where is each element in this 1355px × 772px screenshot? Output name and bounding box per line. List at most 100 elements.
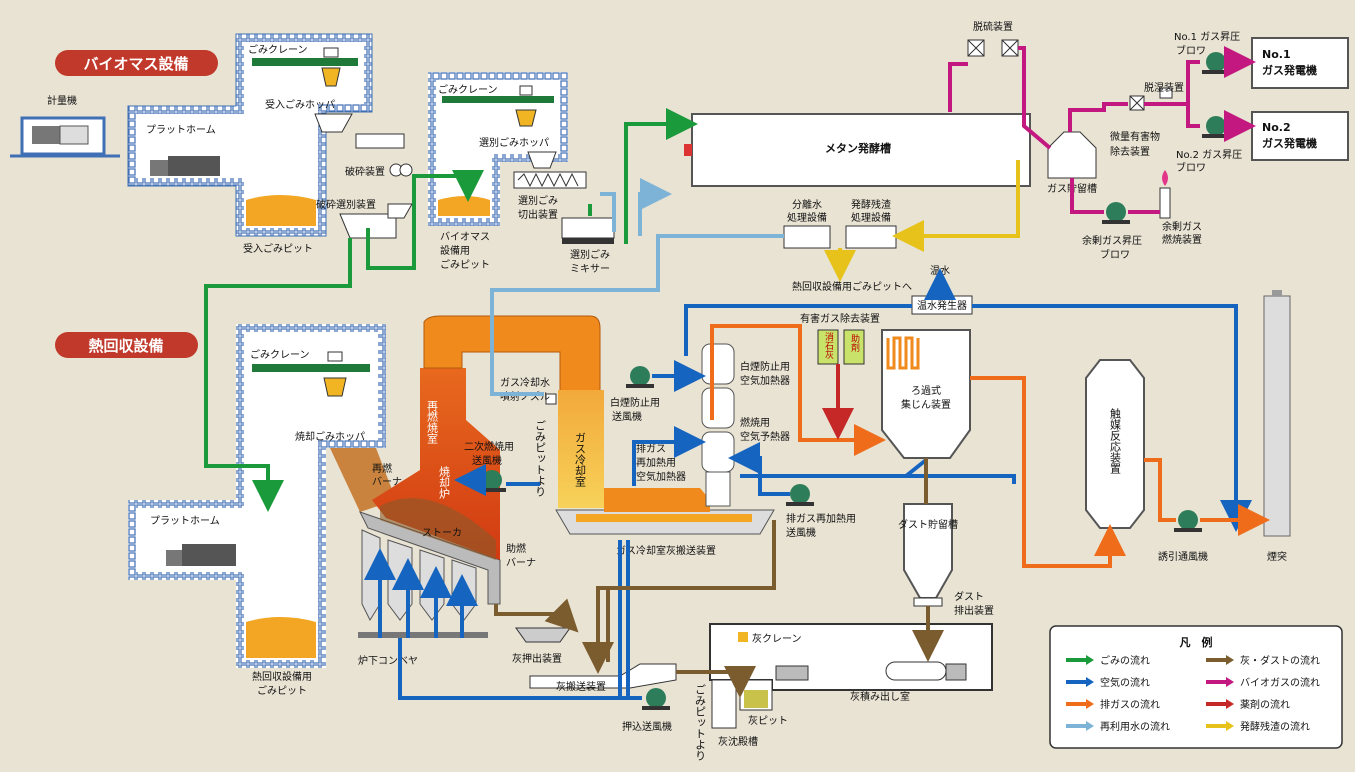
svg-text:炉下コンベヤ: 炉下コンベヤ xyxy=(358,655,418,667)
spray-nozzle: ガス冷却水 噴射ノズル xyxy=(500,376,557,405)
svg-text:灰沈殿槽: 灰沈殿槽 xyxy=(718,735,758,748)
legend-label: 空気の流れ xyxy=(1100,676,1150,689)
svg-text:ストーカ: ストーカ xyxy=(422,527,462,539)
svg-text:切出装置: 切出装置 xyxy=(518,208,558,221)
svg-text:誘引通風機: 誘引通風機 xyxy=(1158,550,1208,563)
svg-text:助燃: 助燃 xyxy=(506,542,526,555)
legend-title: 凡 例 xyxy=(1180,635,1213,649)
surplus-gas-burner: 余剰ガス 燃焼装置 xyxy=(1159,170,1202,246)
svg-text:余剰ガス昇圧: 余剰ガス昇圧 xyxy=(1082,234,1142,247)
desulfurizer: 脱硫装置 xyxy=(967,20,1019,57)
svg-text:集じん装置: 集じん装置 xyxy=(901,398,951,411)
svg-text:処理設備: 処理設備 xyxy=(851,211,891,224)
residue-treatment: 発酵残渣 処理設備 xyxy=(845,198,897,249)
legend-arrow xyxy=(1226,677,1234,687)
legend-label: バイオガスの流れ xyxy=(1240,676,1320,689)
svg-text:ガス冷却室灰搬送装置: ガス冷却室灰搬送装置 xyxy=(616,544,716,557)
svg-text:温水: 温水 xyxy=(930,265,950,277)
svg-text:バーナ: バーナ xyxy=(506,557,536,569)
svg-text:焼却ごみホッパ: 焼却ごみホッパ xyxy=(295,430,365,443)
legend-arrow xyxy=(1086,699,1094,709)
svg-text:白煙防止用: 白煙防止用 xyxy=(740,360,790,373)
svg-text:排出装置: 排出装置 xyxy=(954,604,994,617)
legend-arrow xyxy=(1226,721,1234,731)
legend-label: 再利用水の流れ xyxy=(1100,720,1170,733)
svg-text:プラットホーム: プラットホーム xyxy=(150,515,220,527)
svg-text:選別ごみ: 選別ごみ xyxy=(570,248,610,261)
ash-push-device: 灰押出装置 xyxy=(512,627,571,665)
svg-text:燃焼装置: 燃焼装置 xyxy=(1162,233,1202,246)
section-biomass-badge: バイオマス設備 xyxy=(55,50,218,76)
gas-generator-2: No.2 ガス発電機 xyxy=(1251,111,1349,161)
svg-text:排ガス: 排ガス xyxy=(636,442,666,455)
legend-arrow xyxy=(1086,677,1094,687)
svg-text:受入ごみピット: 受入ごみピット xyxy=(243,242,313,255)
white-smoke-fan: 白煙防止用 送風機 xyxy=(610,366,660,423)
separated-water-treatment: 分離水 処理設備 xyxy=(783,198,831,249)
svg-text:押込送風機: 押込送風機 xyxy=(622,720,672,733)
gas-generator-1: No.1 ガス発電機 xyxy=(1251,37,1349,89)
sort-cutout-screw: 選別ごみ 切出装置 xyxy=(513,171,587,221)
svg-text:No.2 ガス昇圧: No.2 ガス昇圧 xyxy=(1176,149,1242,161)
svg-text:ろ過式: ろ過式 xyxy=(911,384,941,397)
legend-arrow xyxy=(1086,721,1094,731)
svg-text:灰押出装置: 灰押出装置 xyxy=(512,652,562,665)
svg-text:噴射ノズル: 噴射ノズル xyxy=(500,390,550,403)
methane-fermentation-tank: メタン発酵槽 xyxy=(684,113,1031,187)
legend-item: 灰・ダストの流れ xyxy=(1206,654,1320,667)
harmful-gas-removal: 有害ガス除去装置 消石灰 助剤 xyxy=(800,312,880,365)
receiving-building: プラットホーム ごみクレーン 受入ごみホッパ 受入ごみピット xyxy=(127,33,373,255)
hot-water-generator: 温水発生器 温水 xyxy=(911,265,973,315)
svg-text:ミキサー: ミキサー xyxy=(570,263,610,275)
sorted-mixer: 選別ごみ ミキサー xyxy=(561,217,615,275)
svg-text:灰ピット: 灰ピット xyxy=(748,714,788,727)
svg-text:再加熱用: 再加熱用 xyxy=(636,456,676,469)
reheat-fan: 排ガス再加熱用 送風機 xyxy=(786,484,856,539)
svg-text:ブロワ: ブロワ xyxy=(1176,161,1206,174)
svg-text:ブロワ: ブロワ xyxy=(1100,248,1130,261)
dust-tank: ダスト貯留槽 ダスト 排出装置 xyxy=(898,503,994,617)
legend-item: 空気の流れ xyxy=(1066,676,1150,689)
svg-text:ダスト貯留槽: ダスト貯留槽 xyxy=(898,518,958,531)
legend-item: 薬剤の流れ xyxy=(1206,698,1290,711)
svg-text:二次燃焼用: 二次燃焼用 xyxy=(464,440,514,453)
svg-text:空気加熱器: 空気加熱器 xyxy=(636,470,686,483)
legend-item: 排ガスの流れ xyxy=(1066,698,1160,711)
crusher-chute xyxy=(355,133,405,149)
svg-text:破砕装置: 破砕装置 xyxy=(345,165,385,178)
svg-text:ガス発電機: ガス発電機 xyxy=(1262,63,1317,77)
surplus-gas-blower: 余剰ガス昇圧 ブロワ xyxy=(1082,202,1142,261)
svg-text:バイオマス: バイオマス xyxy=(440,231,490,243)
svg-text:熱回収設備用: 熱回収設備用 xyxy=(252,670,312,683)
svg-text:No.2: No.2 xyxy=(1262,121,1291,134)
legend-item: バイオガスの流れ xyxy=(1206,676,1320,689)
svg-text:微量有害物: 微量有害物 xyxy=(1110,130,1160,143)
svg-text:ガス冷却室: ガス冷却室 xyxy=(574,432,587,487)
svg-text:選別ごみ: 選別ごみ xyxy=(518,194,558,207)
legend-arrow xyxy=(1226,655,1234,665)
svg-text:ガス冷却水: ガス冷却水 xyxy=(500,376,550,389)
svg-text:再燃: 再燃 xyxy=(372,462,392,475)
legend-arrow xyxy=(1226,699,1234,709)
svg-text:再燃焼室: 再燃焼室 xyxy=(426,400,439,444)
svg-text:ごみピット: ごみピット xyxy=(440,258,490,271)
from-pit-label-2: ごみピットより xyxy=(694,684,707,761)
secondary-combustion-fan: 二次燃焼用 送風機 xyxy=(464,440,514,492)
svg-text:脱硫装置: 脱硫装置 xyxy=(973,20,1013,33)
gas-blower-2: No.2 ガス昇圧 ブロワ xyxy=(1176,116,1242,174)
svg-text:計量機: 計量機 xyxy=(47,94,77,107)
svg-text:設備用: 設備用 xyxy=(440,244,470,257)
dehumidifier: 脱湿装置 xyxy=(1129,81,1184,111)
svg-text:受入ごみホッパ: 受入ごみホッパ xyxy=(265,98,335,111)
svg-text:灰クレーン: 灰クレーン xyxy=(752,632,802,645)
svg-text:温水発生器: 温水発生器 xyxy=(917,299,967,312)
heat-recovery-building: ごみクレーン 焼却ごみホッパ プラットホーム 熱回収設備用 ごみピット xyxy=(128,324,386,697)
legend-item: ごみの流れ xyxy=(1066,654,1150,667)
svg-text:ガス発電機: ガス発電機 xyxy=(1262,136,1317,150)
induced-draft-fan: 誘引通風機 xyxy=(1158,510,1208,563)
receiving-hopper xyxy=(314,113,353,133)
legend-item: 再利用水の流れ xyxy=(1066,720,1170,733)
svg-text:灰搬送装置: 灰搬送装置 xyxy=(556,680,606,693)
